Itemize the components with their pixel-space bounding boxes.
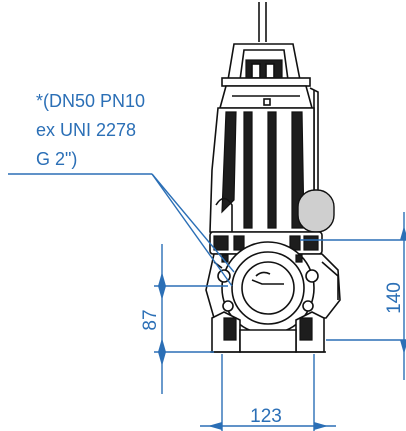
dimension-123: 123 [200, 354, 336, 431]
dimension-140-label: 140 [384, 282, 405, 314]
motor-housing [209, 107, 315, 233]
dimension-87-label: 87 [140, 309, 161, 330]
note-line-1: *(DN50 PN10 [36, 91, 146, 111]
dimension-140: 140 [300, 212, 406, 380]
float-switch [297, 189, 335, 233]
motor-cover [218, 85, 319, 190]
dimension-123-label: 123 [250, 406, 282, 427]
note-line-2: ex UNI 2278 [36, 120, 137, 140]
pump-base [210, 311, 326, 353]
note-line-3: G 2") [36, 149, 78, 169]
power-cable [258, 2, 267, 42]
motor-handle [221, 43, 311, 87]
dimension-87: 87 [140, 244, 228, 394]
note-leader [8, 173, 235, 287]
